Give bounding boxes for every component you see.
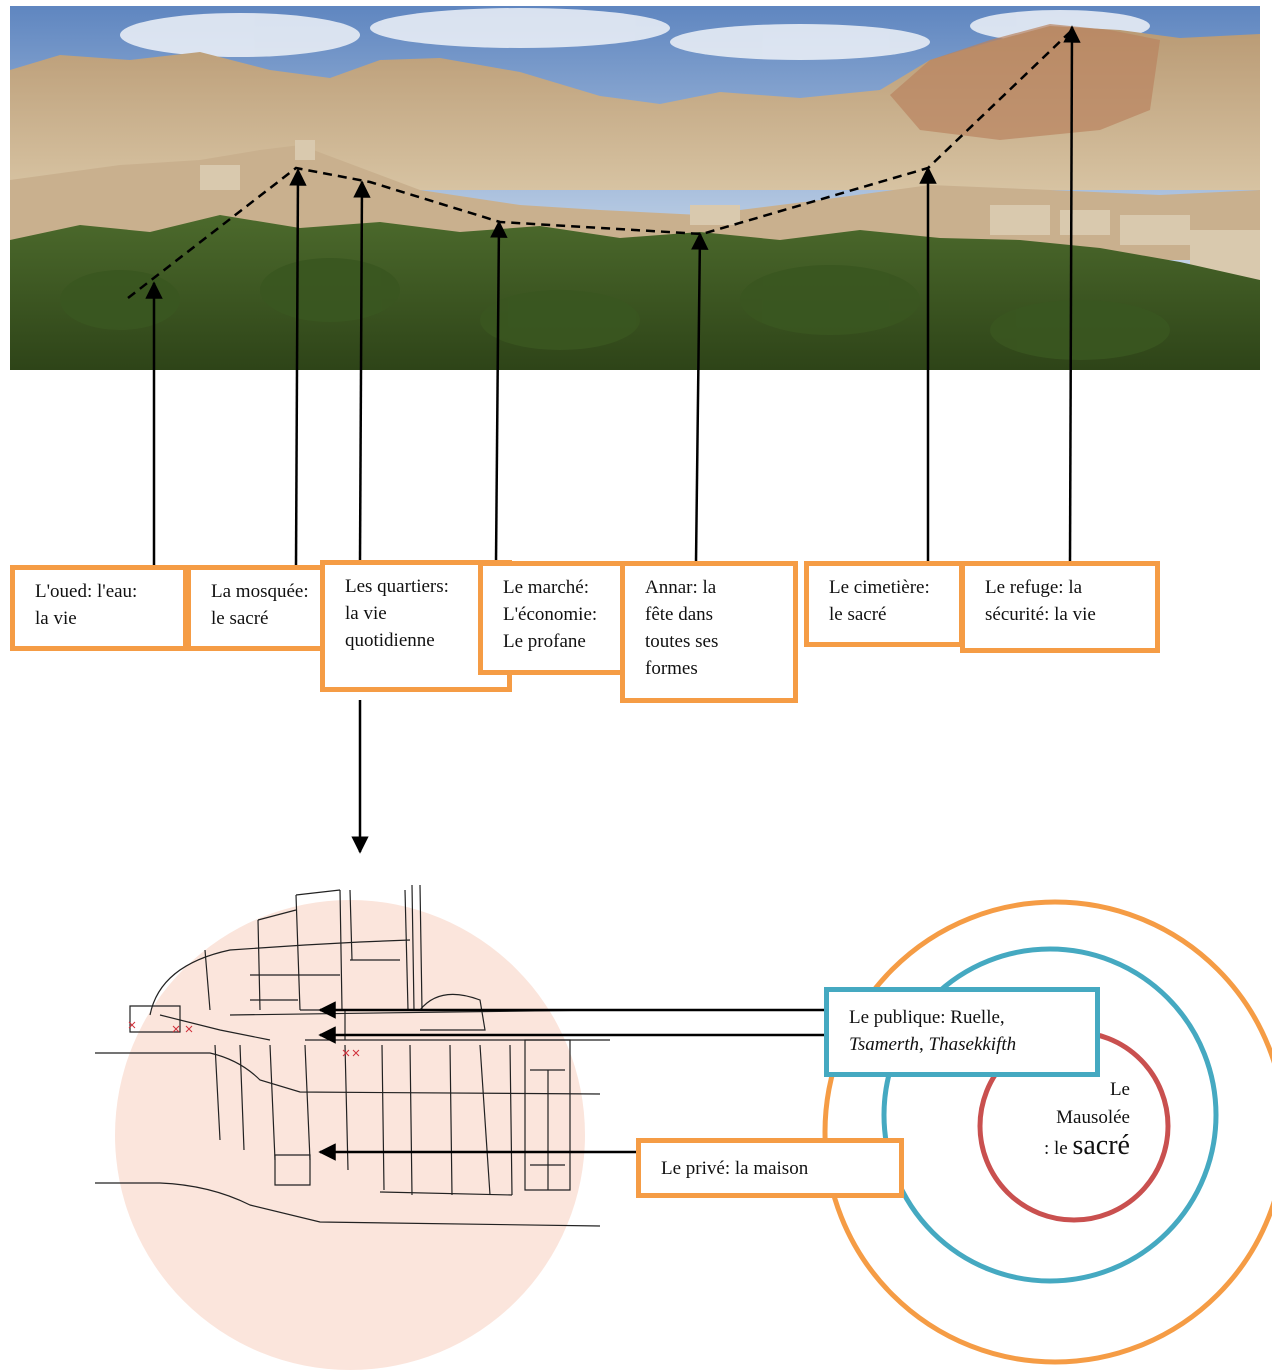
red-x-marks (128, 1021, 360, 1057)
label-prive: Le privé: la maison (636, 1138, 904, 1198)
mausolee-sacre: sacré (1072, 1130, 1130, 1161)
cliff (890, 24, 1160, 140)
label-mosquee-line2: le sacré (211, 608, 269, 629)
label-marche: Le marché: L'économie: Le profane (478, 561, 628, 675)
label-refuge: Le refuge: la sécurité: la vie (960, 561, 1160, 653)
mausolee-line3: : le sacré (1000, 1132, 1130, 1163)
label-quartiers-line1: Les quartiers: (345, 576, 449, 597)
label-publique: Le publique: Ruelle, Tsamerth, Thasekkif… (824, 987, 1100, 1077)
label-marche-line3: Le profane (503, 631, 586, 652)
label-annar-line4: formes (645, 658, 698, 679)
label-prive-text: Le privé: la maison (661, 1158, 809, 1179)
mausolee-line2: Mausolée (1056, 1107, 1130, 1128)
mausolee-prefix: : le (1043, 1138, 1073, 1159)
label-refuge-line1: Le refuge: la (985, 577, 1083, 598)
middle-teal-circle (881, 946, 1219, 1284)
label-oued: L'oued: l'eau: la vie (10, 565, 188, 651)
publique-separator: , (919, 1034, 929, 1055)
label-marche-line1: Le marché: (503, 577, 589, 598)
tsamerth-term: Tsamerth (849, 1034, 920, 1055)
upward-arrows (145, 25, 1081, 567)
label-publique-line1: Le publique: Ruelle, (849, 1007, 1005, 1028)
label-publique-line2: Tsamerth, Thasekkifth (849, 1031, 1085, 1058)
label-quartiers-line3: quotidienne (345, 630, 435, 651)
label-marche-line2: L'économie: (503, 604, 598, 625)
label-quartiers-line2: la vie (345, 603, 387, 624)
label-cimetiere: Le cimetière: le sacré (804, 561, 964, 647)
clouds (120, 8, 1150, 60)
label-oued-line2: la vie (35, 608, 77, 629)
outer-orange-circle (822, 899, 1272, 1365)
label-annar: Annar: la fête dans toutes ses formes (620, 561, 798, 703)
palm-grove (10, 215, 1260, 370)
label-mosquee: La mosquée: le sacré (186, 565, 326, 651)
label-mosquee-line1: La mosquée: (211, 581, 309, 602)
label-refuge-line2: sécurité: la vie (985, 604, 1096, 625)
label-mausolee: Le Mausolée : le sacré (1000, 1076, 1130, 1163)
label-oued-line1: L'oued: l'eau: (35, 581, 138, 602)
label-annar-line3: toutes ses (645, 631, 719, 652)
village-panorama-photo (10, 6, 1260, 370)
mausolee-line1: Le (1109, 1079, 1130, 1100)
label-annar-line1: Annar: la (645, 577, 717, 598)
thasekkifth-term: Thasekkifth (928, 1034, 1017, 1055)
quartier-plan-disc (115, 900, 585, 1370)
label-cimetiere-line1: Le cimetière: (829, 577, 930, 598)
label-cimetiere-line2: le sacré (829, 604, 887, 625)
label-annar-line2: fête dans (645, 604, 714, 625)
